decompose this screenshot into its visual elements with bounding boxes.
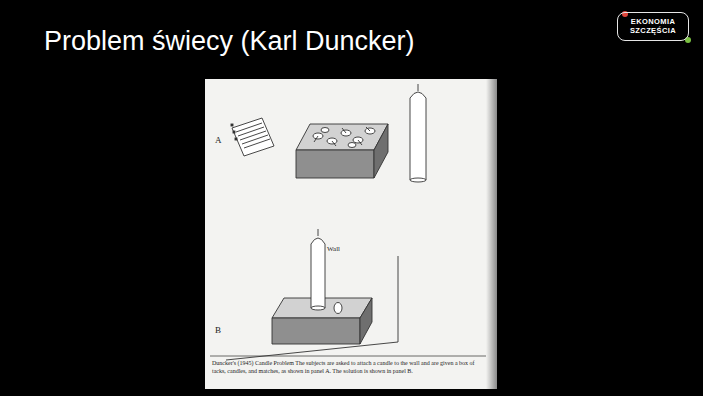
wall-label: Wall <box>327 245 340 253</box>
figure-caption: Duncker's (1945) Candle Problem The subj… <box>212 360 484 375</box>
matchbook <box>231 118 274 156</box>
panel-letter: B <box>215 325 221 335</box>
logo-text-wrap: EKONOMIA SZCZĘŚCIA <box>618 18 688 35</box>
page-shadow <box>486 79 497 389</box>
logo-dot-green <box>685 37 691 43</box>
caption-rule <box>210 356 486 357</box>
logo-text: EKONOMIA SZCZĘŚCIA <box>618 18 688 35</box>
logo-badge: EKONOMIA SZCZĘŚCIA <box>617 12 689 41</box>
panel-letter: A <box>215 135 222 145</box>
slide-title: Problem świecy (Karl Duncker) <box>44 26 415 57</box>
candle-on-box <box>311 229 325 310</box>
book-page <box>205 79 497 389</box>
candle <box>410 84 426 182</box>
tack-box <box>296 124 388 178</box>
